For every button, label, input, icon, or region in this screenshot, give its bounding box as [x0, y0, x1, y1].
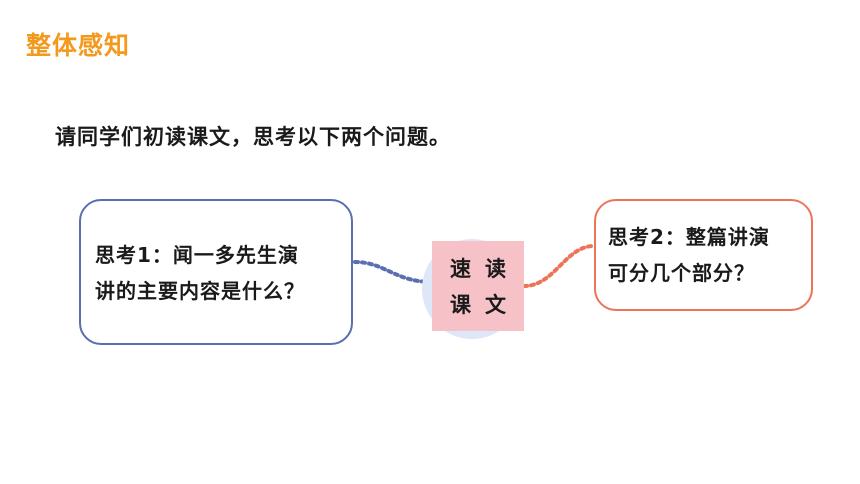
center-label-box: 速读 课文	[432, 241, 524, 331]
left-connector	[353, 260, 434, 284]
right-connector	[522, 244, 596, 288]
section-heading: 整体感知	[26, 31, 131, 60]
question-1-line-1: 思考1：闻一多先生演	[95, 243, 299, 267]
question-2-line-1: 思考2：整篇讲演	[608, 225, 770, 249]
question-1-line-2: 讲的主要内容是什么？	[95, 279, 305, 303]
question-box-1: 思考1：闻一多先生演 讲的主要内容是什么？	[79, 199, 353, 345]
instruction-text: 请同学们初读课文，思考以下两个问题。	[55, 125, 451, 149]
question-2-line-2: 可分几个部分？	[608, 261, 755, 285]
center-label-row-2: 课文	[450, 293, 520, 317]
center-label-row-1: 速读	[450, 257, 520, 281]
question-box-2: 思考2：整篇讲演 可分几个部分？	[594, 199, 813, 311]
